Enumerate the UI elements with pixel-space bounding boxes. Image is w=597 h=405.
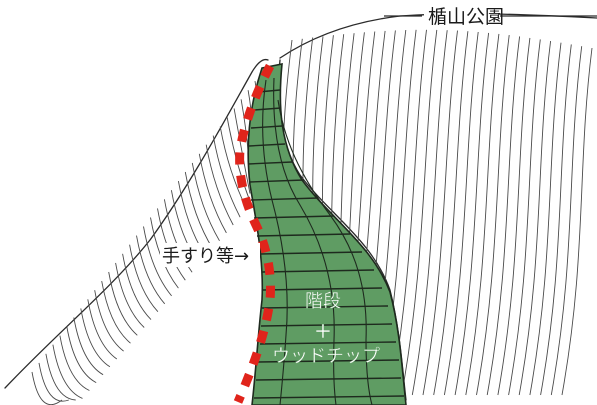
- stair-rung: [253, 395, 405, 399]
- left-hatch-stroke: [212, 135, 241, 218]
- right-hatch-stroke: [476, 35, 510, 396]
- right-hatch-stroke: [550, 46, 583, 396]
- right-hatch-stroke: [465, 33, 500, 396]
- park-label-bg: [424, 3, 498, 27]
- stair-rail: [273, 77, 337, 405]
- stair-rung: [261, 305, 389, 309]
- woodchip-label: ウッドチップ: [272, 346, 380, 367]
- left-hatch-stroke: [101, 281, 131, 344]
- stair-rung: [253, 107, 282, 111]
- right-hatch-stroke: [433, 31, 469, 396]
- stair-rung: [248, 143, 286, 147]
- left-hatch-stroke: [198, 153, 227, 234]
- right-hatch-stroke: [443, 31, 479, 396]
- left-hatch-stroke: [233, 108, 251, 194]
- stair-rung: [255, 377, 402, 381]
- handrail-line: [233, 63, 275, 404]
- stair-rail: [277, 99, 373, 405]
- left-hatch-stroke: [205, 144, 234, 226]
- left-hill-ridge: [4, 58, 269, 389]
- park-name-label: 楯山公園: [428, 6, 504, 28]
- stair-rung: [253, 215, 335, 219]
- left-slope-hatching: [31, 71, 265, 405]
- left-hatch-stroke: [184, 171, 214, 249]
- left-hatch-stroke: [108, 271, 138, 336]
- left-hatch-stroke: [66, 326, 97, 383]
- left-hatch-stroke: [80, 308, 111, 368]
- stair-rung: [256, 233, 351, 237]
- right-hatch-stroke: [486, 36, 521, 396]
- stair-steps: [247, 77, 405, 405]
- handrail-label-bg: [160, 243, 260, 267]
- stair-rung: [248, 179, 305, 183]
- stair-rung: [247, 161, 293, 165]
- right-hatch-stroke: [529, 42, 562, 396]
- left-hatch-stroke: [52, 344, 83, 399]
- stair-rung: [250, 125, 283, 129]
- left-hatch-stroke: [122, 253, 152, 320]
- right-hatch-stroke: [411, 30, 448, 396]
- right-hatch-stroke: [561, 47, 593, 396]
- left-hatch-stroke: [94, 290, 124, 352]
- left-hatch-stroke: [191, 162, 220, 242]
- plus-label: +: [314, 319, 332, 344]
- stair-rung: [259, 341, 397, 345]
- left-hatch-stroke: [136, 235, 166, 305]
- right-hatch-stroke: [508, 39, 541, 396]
- left-hatch-stroke: [129, 244, 159, 313]
- stair-rung: [259, 251, 363, 255]
- right-hatch-stroke: [497, 37, 531, 396]
- right-hatch-stroke: [422, 30, 458, 396]
- right-hatch-stroke: [540, 44, 572, 396]
- right-hatch-stroke: [518, 40, 552, 396]
- stair-rung: [261, 269, 375, 273]
- left-hatch-stroke: [31, 371, 63, 405]
- right-hatch-stroke: [454, 32, 490, 396]
- left-hatch-stroke: [87, 299, 118, 360]
- handrail-label: 手すり等→: [162, 246, 249, 267]
- stairs-label: 階段: [305, 291, 341, 312]
- left-hatch-stroke: [73, 317, 104, 376]
- left-hatch-stroke: [115, 262, 145, 328]
- stair-rung: [257, 359, 400, 363]
- left-hatch-stroke: [38, 362, 69, 402]
- left-hatch-stroke: [45, 353, 76, 401]
- stair-rung: [260, 323, 393, 327]
- left-hatch-stroke: [143, 226, 172, 297]
- stair-rail: [262, 79, 288, 405]
- stair-rung: [250, 197, 319, 201]
- right-hatch-stroke: [401, 29, 438, 396]
- left-hatch-stroke: [59, 335, 90, 391]
